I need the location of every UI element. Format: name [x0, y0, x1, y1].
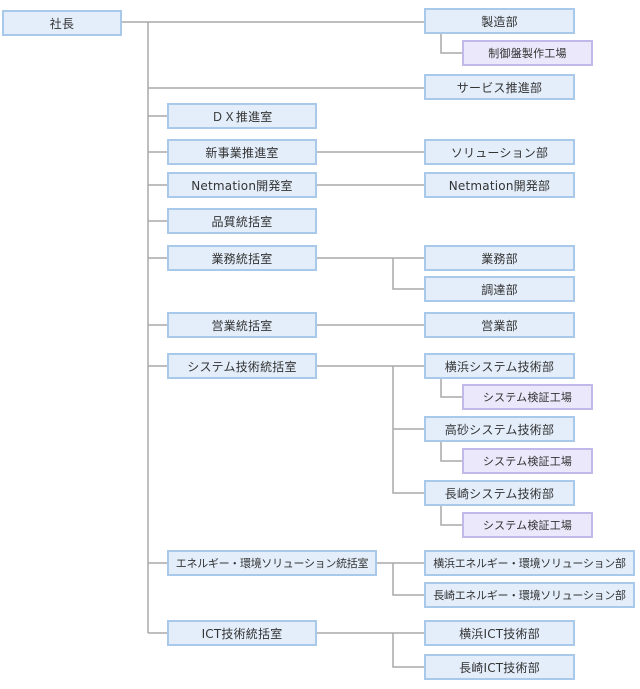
- node-business-office: 業務統括室: [167, 245, 317, 271]
- connector: [392, 258, 424, 290]
- node-nagasaki-energy: 長崎エネルギー・環境ソリューション部: [424, 582, 635, 608]
- connector: [440, 34, 462, 54]
- connector: [392, 366, 424, 494]
- node-yokohama-ict: 横浜ICT技術部: [424, 620, 575, 646]
- node-verify-1: システム検証工場: [462, 384, 593, 410]
- node-sales-dept: 営業部: [424, 312, 575, 338]
- node-service: サービス推進部: [424, 74, 575, 100]
- node-manufacturing: 製造部: [424, 8, 575, 34]
- node-ict-office: ICT技術統括室: [167, 620, 317, 646]
- node-solution: ソリューション部: [424, 139, 575, 165]
- connector: [440, 505, 462, 526]
- node-dx: ＤＸ推進室: [167, 103, 317, 129]
- node-panel-factory: 制御盤製作工場: [462, 40, 593, 66]
- node-president: 社長: [2, 10, 122, 36]
- node-netmation-dept: Netmation開発部: [424, 172, 575, 198]
- node-system-office: システム技術統括室: [167, 353, 317, 379]
- node-verify-3: システム検証工場: [462, 512, 593, 538]
- node-netmation-office: Netmation開発室: [167, 172, 317, 198]
- connector: [440, 441, 462, 462]
- node-nagasaki-system: 長崎システム技術部: [424, 480, 575, 506]
- node-procurement: 調達部: [424, 276, 575, 302]
- connector: [440, 378, 462, 398]
- node-energy-office: エネルギー・環境ソリューション統括室: [167, 550, 377, 576]
- node-verify-2: システム検証工場: [462, 448, 593, 474]
- node-new-business: 新事業推進室: [167, 139, 317, 165]
- connector: [392, 633, 424, 668]
- node-business-dept: 業務部: [424, 245, 575, 271]
- node-quality: 品質統括室: [167, 208, 317, 234]
- node-yokohama-system: 横浜システム技術部: [424, 353, 575, 379]
- node-yokohama-energy: 横浜エネルギー・環境ソリューション部: [424, 550, 635, 576]
- node-nagasaki-ict: 長崎ICT技術部: [424, 654, 575, 680]
- node-takasago-system: 高砂システム技術部: [424, 416, 575, 442]
- connector: [392, 563, 424, 596]
- node-sales-office: 営業統括室: [167, 312, 317, 338]
